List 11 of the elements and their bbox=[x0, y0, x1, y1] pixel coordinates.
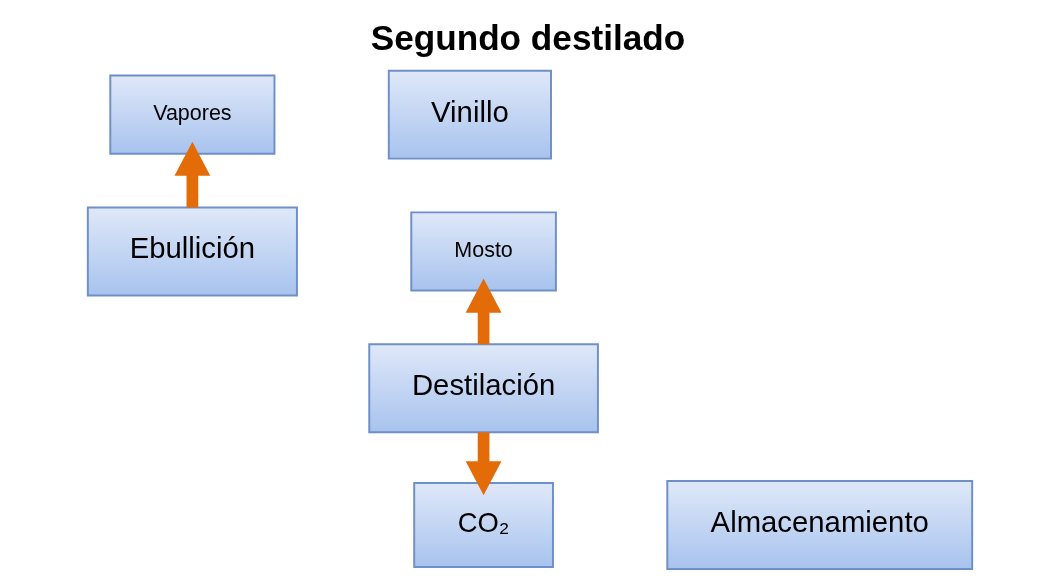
diagram-title: Segundo destilado bbox=[370, 17, 685, 57]
arrow bbox=[173, 141, 210, 208]
node-box: Vapores bbox=[108, 74, 275, 155]
arrow bbox=[465, 432, 501, 496]
node-box: Almacenamiento bbox=[665, 480, 973, 571]
node-box: Ebullición bbox=[86, 206, 298, 297]
node-box: Mosto bbox=[409, 211, 557, 292]
arrow bbox=[465, 278, 501, 345]
node-box: CO₂ bbox=[412, 482, 554, 569]
node-box: Vinillo bbox=[387, 69, 552, 160]
node-box: Destilación bbox=[367, 343, 599, 434]
